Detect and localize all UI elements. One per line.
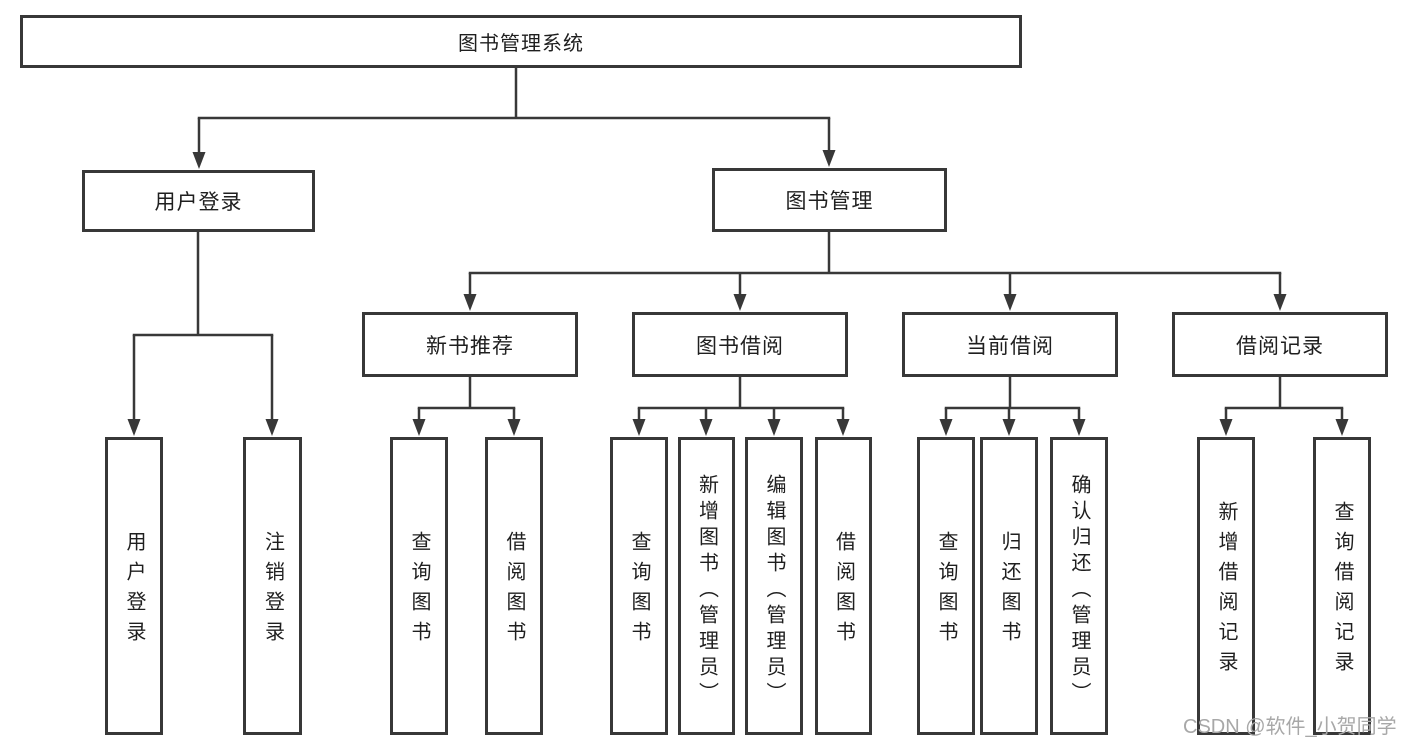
- leaf-user-login: 用户登录: [105, 437, 163, 735]
- leaf-confirm-return-admin: 确认归还（管理员）: [1050, 437, 1108, 735]
- leaf-add-books-admin: 新增图书（管理员）: [678, 437, 735, 735]
- leaf-query-books-borrow: 查询图书: [610, 437, 668, 735]
- edge-bookmgmt-to-level3: [463, 232, 1287, 311]
- edge-records-to-leaves: [1219, 377, 1349, 436]
- leaf-query-books-recommend: 查询图书: [390, 437, 448, 735]
- leaf-logout: 注销登录: [243, 437, 302, 735]
- leaf-edit-books-admin: 编辑图书（管理员）: [745, 437, 803, 735]
- csdn-watermark: CSDN @软件_小贺同学: [1183, 716, 1397, 738]
- edge-borrow-to-leaves: [632, 377, 850, 436]
- node-new-book-recommend: 新书推荐: [362, 312, 578, 377]
- leaf-borrow-books-recommend: 借阅图书: [485, 437, 543, 735]
- node-borrow-records: 借阅记录: [1172, 312, 1388, 377]
- node-current-borrowing: 当前借阅: [902, 312, 1118, 377]
- leaf-borrow-books: 借阅图书: [815, 437, 872, 735]
- leaf-return-books: 归还图书: [980, 437, 1038, 735]
- edge-current-to-leaves: [939, 377, 1086, 436]
- node-book-management: 图书管理: [712, 168, 947, 232]
- node-user-login: 用户登录: [82, 170, 315, 232]
- edge-userlogin-to-leaves: [127, 232, 279, 436]
- leaf-query-books-current: 查询图书: [917, 437, 975, 735]
- edge-newbooks-to-leaves: [412, 377, 521, 436]
- edge-root-to-level2: [192, 68, 836, 169]
- leaf-query-borrow-record: 查询借阅记录: [1313, 437, 1371, 735]
- node-root-system: 图书管理系统: [20, 15, 1022, 68]
- node-book-borrowing: 图书借阅: [632, 312, 848, 377]
- leaf-add-borrow-record: 新增借阅记录: [1197, 437, 1255, 735]
